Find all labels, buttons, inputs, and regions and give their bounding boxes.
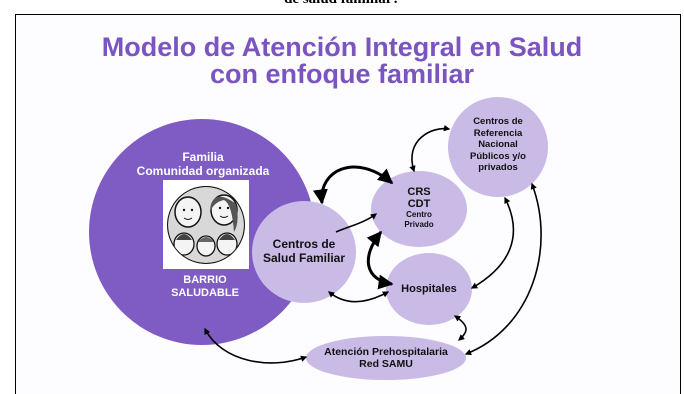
cesfam-label: Centros de Salud Familiar (254, 237, 354, 265)
cesfam-label-line-1: Centros de (272, 237, 336, 251)
familia-label-line-1: Familia (182, 150, 224, 164)
crs-label-line-3: Centro (406, 210, 432, 219)
crs-label-line-4: Privado (404, 220, 434, 229)
referencia-label: Centros de Referencia Nacional Públicos … (458, 116, 538, 174)
referencia-label-line-3: Nacional (478, 139, 518, 150)
samu-node (306, 336, 466, 380)
referencia-label-line-1: Centros de (473, 116, 523, 127)
arrow-crs-hospitales (366, 230, 394, 290)
diagram-title-line-2: con enfoque familiar (209, 59, 475, 89)
arrow-familia-samu (204, 327, 308, 364)
referencia-label-line-2: Referencia (473, 127, 523, 139)
crs-label: CRS CDT Centro Privado (379, 186, 459, 230)
referencia-label-line-4: Públicos y/o (470, 150, 526, 162)
hospitales-label: Hospitales (401, 283, 457, 295)
referencia-node (448, 97, 548, 197)
crs-node (371, 171, 467, 247)
crs-label-line-2: CDT (407, 198, 431, 210)
barrio-label-line-2: SALUDABLE (171, 287, 239, 299)
barrio-label-line-1: BARRIO (183, 274, 227, 286)
familia-label-line-2: Comunidad organizada (136, 164, 270, 178)
arrow-crs-referencia (409, 124, 451, 173)
samu-label: Atención Prehospitalaria Red SAMU (306, 346, 466, 370)
samu-label-line-2: Red SAMU (359, 358, 413, 370)
samu-label-line-1: Atención Prehospitalaria (324, 346, 448, 358)
referencia-label-line-5: privados (478, 162, 518, 173)
arrow-cesfam-hospitales (328, 291, 390, 303)
crs-label-line-1: CRS (407, 186, 431, 198)
connections (204, 124, 542, 364)
arrow-cesfam-crs-thin (335, 213, 378, 233)
diagram-title-line-1: Modelo de Atención Integral en Salud (101, 32, 583, 62)
family-picture-icon (163, 180, 249, 269)
hospitales-node (386, 253, 472, 325)
familia-label: Familia Comunidad organizada (118, 150, 288, 178)
barrio-saludable-label: BARRIO SALUDABLE (130, 274, 280, 300)
top-caption: de salud familiar? (0, 0, 684, 8)
cesfam-node (252, 201, 356, 303)
cesfam-label-line-2: Salud Familiar (262, 251, 346, 265)
arrow-cesfam-crs (312, 165, 394, 205)
arrow-referencia-samu (464, 182, 542, 356)
arrow-referencia-hospitales (470, 196, 515, 289)
arrow-hospitales-samu (453, 315, 467, 341)
